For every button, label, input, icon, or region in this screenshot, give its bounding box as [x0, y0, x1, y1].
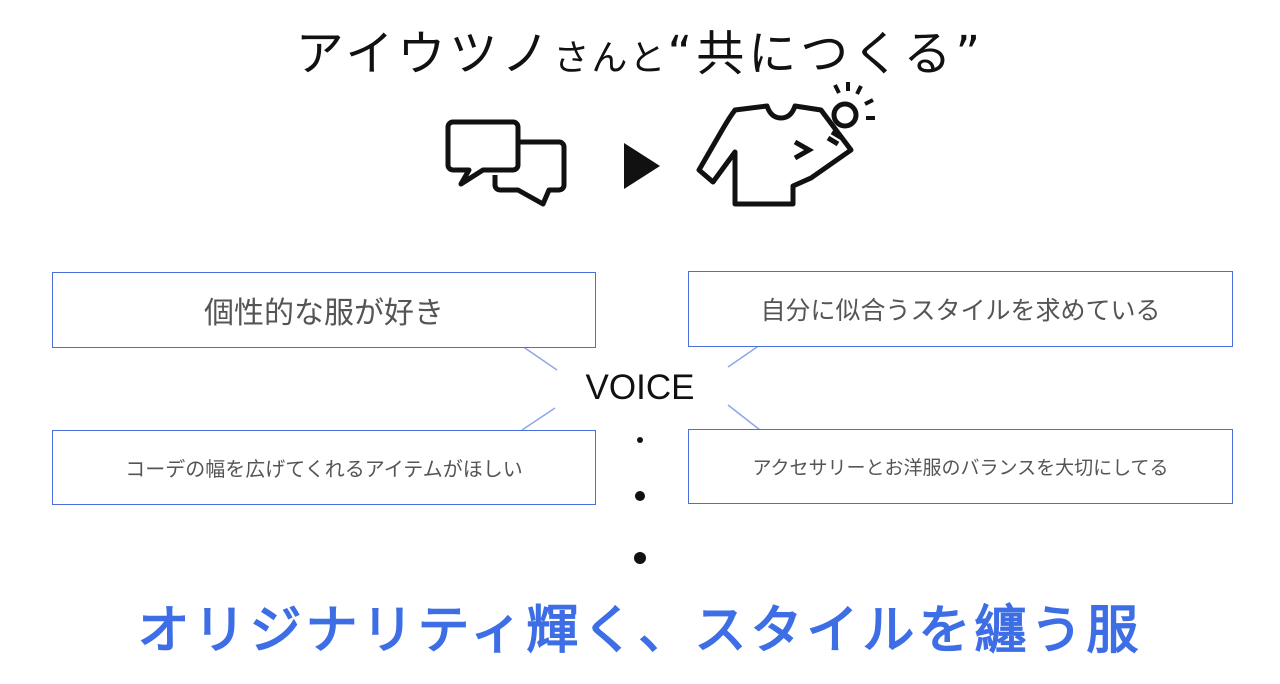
title-phrase: “共につくる” — [667, 26, 985, 82]
voice-box: 個性的な服が好き — [52, 272, 596, 348]
voice-box: アクセサリーとお洋服のバランスを大切にしてる — [688, 429, 1233, 504]
play-arrow-icon — [624, 143, 660, 189]
voice-box: 自分に似合うスタイルを求めている — [688, 271, 1233, 347]
title-name: アイウツノ — [295, 26, 554, 82]
ellipsis-dot — [637, 437, 643, 443]
chat-bubbles-icon — [445, 119, 567, 207]
ellipsis-dot — [635, 491, 645, 501]
voice-label: VOICE — [585, 368, 695, 407]
conclusion-text: オリジナリティ輝く、スタイルを纏う服 — [137, 601, 1143, 661]
shirt-idea-icon — [696, 82, 875, 207]
page-title: アイウツノさんと“共につくる” — [0, 14, 1280, 84]
voice-text: 個性的な服が好き — [204, 296, 444, 331]
voice-text: コーデの幅を広げてくれるアイテムがほしい — [125, 457, 523, 481]
ellipsis-dot — [634, 552, 646, 564]
voice-box: コーデの幅を広げてくれるアイテムがほしい — [52, 430, 596, 505]
title-honorific: さんと — [553, 38, 668, 79]
voice-text: 自分に似合うスタイルを求めている — [760, 296, 1161, 325]
voice-text: アクセサリーとお洋服のバランスを大切にしてる — [752, 457, 1169, 479]
